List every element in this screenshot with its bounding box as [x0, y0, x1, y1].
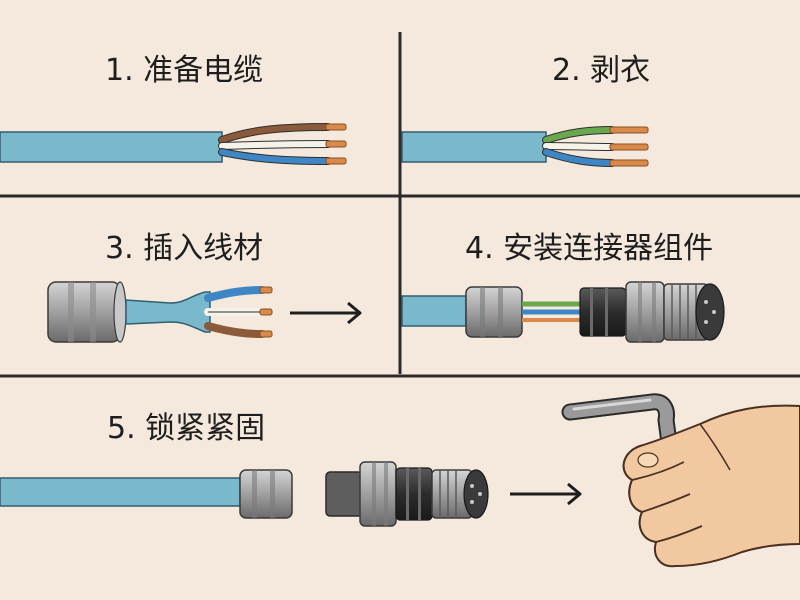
- hex-key-icon: [561, 393, 693, 565]
- step-4-connector-assembly: [401, 281, 725, 343]
- step-2-title: 2. 剥衣: [552, 53, 651, 88]
- step-4-title: 4. 安装连接器组件: [465, 231, 714, 266]
- step-5-tighten: [0, 461, 582, 527]
- step-3-insert-wires: [47, 281, 362, 343]
- step-5-title: 5. 锁紧紧固: [107, 411, 266, 446]
- step-1-title: 1. 准备电缆: [105, 53, 264, 88]
- arrow-right-icon: [290, 301, 362, 325]
- step-1-cable: [0, 123, 347, 165]
- hand-icon: [622, 404, 800, 568]
- step-2-stripped-cable: [401, 126, 649, 167]
- panel-dividers: [0, 32, 800, 378]
- step-3-title: 3. 插入线材: [105, 231, 264, 266]
- arrow-right-icon: [510, 482, 582, 506]
